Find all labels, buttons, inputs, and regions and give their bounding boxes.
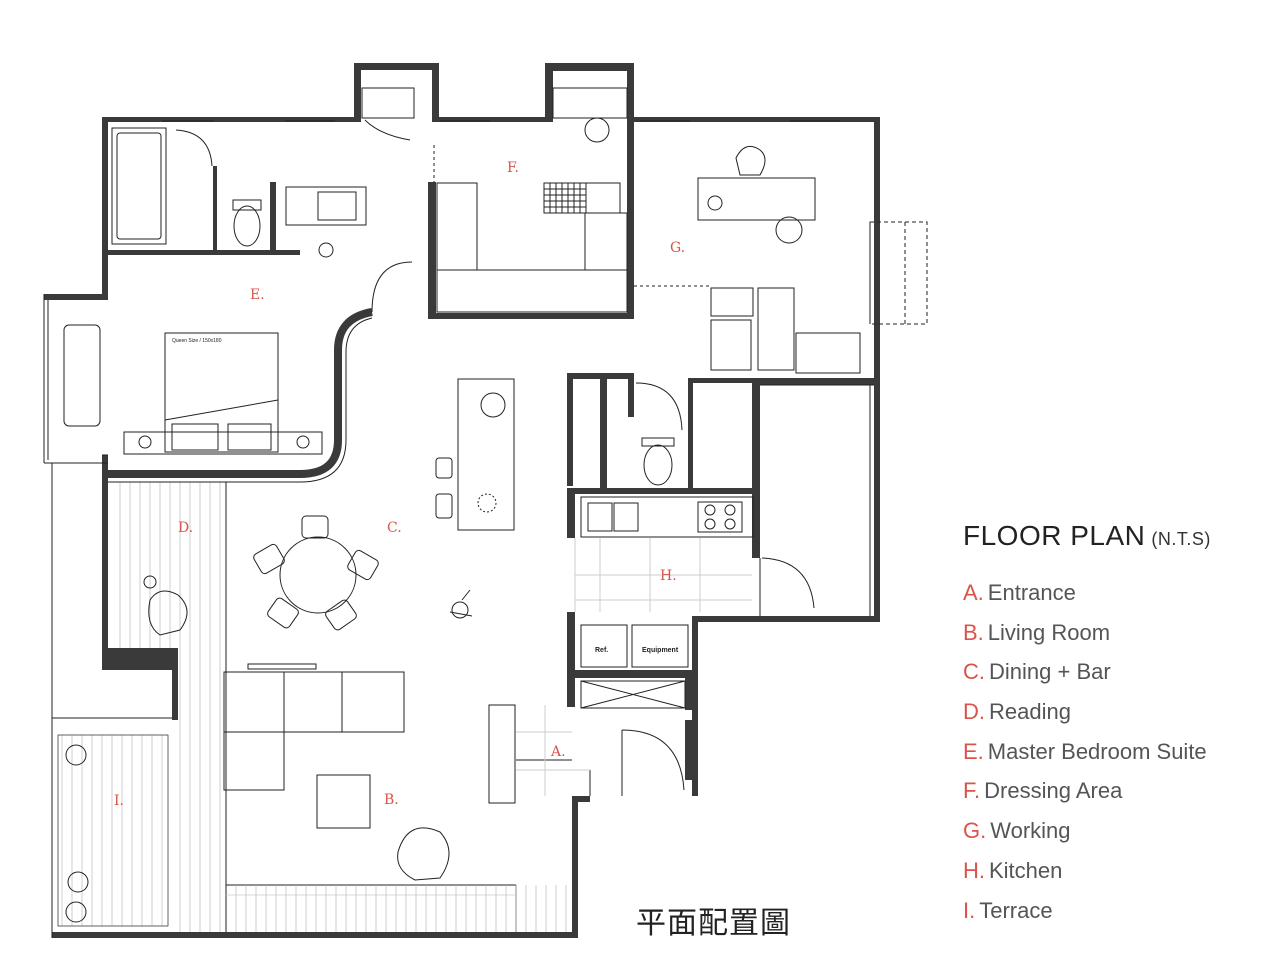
legend-name: Dining + Bar — [989, 659, 1111, 685]
legend-letter: G. — [963, 818, 987, 844]
bed-size-label: Queen Size / 150x180 — [172, 338, 222, 344]
bar-island — [457, 378, 515, 531]
furniture — [63, 87, 906, 923]
legend-item-dining-bar: C.Dining + Bar — [963, 659, 1263, 699]
room-label-e: E. — [250, 287, 265, 303]
vanity-stool — [584, 117, 610, 143]
legend: FLOOR PLAN(N.T.S) A.Entrance B.Living Ro… — [963, 520, 1263, 937]
legend-item-working: G.Working — [963, 818, 1263, 858]
room-label-h: H. — [660, 568, 677, 584]
chinese-title: 平面配置圖 — [636, 906, 791, 941]
legend-letter: D. — [963, 699, 985, 725]
legend-scale-note: (N.T.S) — [1151, 529, 1211, 549]
desk — [697, 177, 816, 221]
legend-name: Kitchen — [989, 857, 1063, 883]
room-label-b: B. — [384, 792, 399, 808]
fridge-label: Ref. — [595, 647, 608, 654]
bathtub — [111, 127, 167, 245]
legend-letter: C. — [963, 659, 985, 685]
living-floor-stripes — [235, 885, 567, 932]
equipment-box — [631, 624, 689, 668]
walls — [44, 63, 880, 938]
legend-name: Entrance — [987, 580, 1076, 605]
room-label-c: C. — [387, 520, 402, 536]
sofa — [223, 671, 405, 733]
reading-deck-stripes — [119, 482, 516, 932]
thin-lines — [43, 120, 928, 938]
legend-letter: I. — [963, 897, 976, 923]
armchair — [397, 827, 450, 881]
room-label-i: I. — [114, 793, 124, 809]
legend-item-master-bedroom: E.Master Bedroom Suite — [963, 739, 1263, 779]
terrace-stripes — [57, 734, 169, 927]
room-label-a: A. — [550, 744, 566, 760]
curved-wall-inner — [108, 317, 373, 483]
sink-counter — [285, 186, 367, 226]
legend-letter: A. — [963, 580, 984, 605]
toilet — [232, 199, 262, 211]
curved-wall — [108, 308, 373, 478]
legend-name: Terrace — [979, 897, 1053, 923]
legend-item-reading: D.Reading — [963, 699, 1263, 739]
kitchen-counter — [580, 496, 754, 538]
legend-name: Living Room — [987, 619, 1111, 645]
legend-name: Dressing Area — [984, 778, 1123, 804]
legend-item-terrace: I.Terrace — [963, 898, 1263, 938]
legend-letter: H. — [963, 857, 985, 883]
room-label-d: D. — [178, 520, 193, 536]
room-label-f: F. — [507, 160, 519, 176]
coffee-table — [316, 774, 371, 829]
legend-name: Master Bedroom Suite — [987, 738, 1207, 764]
legend-letter: B. — [963, 619, 984, 645]
fridge — [580, 624, 628, 668]
legend-title: FLOOR PLAN(N.T.S) — [963, 520, 1263, 552]
legend-name: Reading — [989, 699, 1071, 725]
legend-letter: F. — [963, 778, 981, 804]
legend-letter: E. — [963, 738, 984, 764]
legend-title-text: FLOOR PLAN — [963, 520, 1146, 551]
legend-item-dressing-area: F.Dressing Area — [963, 778, 1263, 818]
equipment-label: Equipment — [642, 647, 679, 654]
legend-item-living-room: B.Living Room — [963, 620, 1263, 660]
reading-chair — [148, 590, 188, 636]
dining-table — [279, 536, 357, 614]
room-label-g: G. — [670, 240, 685, 256]
legend-item-kitchen: H.Kitchen — [963, 858, 1263, 898]
bed — [164, 332, 279, 453]
legend-item-entrance: A.Entrance — [963, 580, 1263, 620]
legend-name: Working — [990, 818, 1071, 844]
